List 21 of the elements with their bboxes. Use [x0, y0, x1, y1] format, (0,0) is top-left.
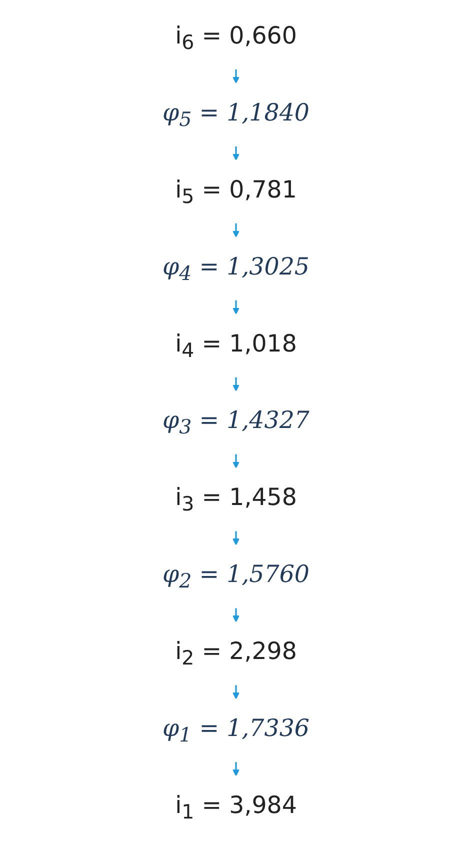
arrow [232, 762, 240, 776]
arrow [232, 454, 240, 468]
node-text: φ$_{3}$ = 1,4327 [162, 406, 310, 438]
arrow [232, 223, 240, 238]
arrow [232, 69, 240, 84]
node-text: i$_{1}$ = 3,984 [175, 792, 297, 824]
node-text: φ$_{5}$ = 1,1840 [162, 99, 310, 131]
node-text: φ$_{2}$ = 1,5760 [162, 560, 310, 592]
arrow [232, 146, 240, 161]
arrow [232, 608, 240, 622]
node-text: i$_{4}$ = 1,018 [175, 330, 297, 362]
arrow [232, 530, 240, 546]
node-text: φ$_{1}$ = 1,7336 [162, 714, 310, 746]
node-text: i$_{6}$ = 0,660 [175, 22, 297, 54]
node-text: i$_{2}$ = 2,298 [175, 638, 297, 670]
arrow [232, 376, 240, 392]
node-text: i$_{3}$ = 1,458 [175, 484, 297, 516]
arrow [232, 684, 240, 700]
node-text: i$_{5}$ = 0,781 [175, 176, 297, 208]
node-text: φ$_{4}$ = 1,3025 [162, 252, 310, 285]
arrow [232, 300, 240, 314]
